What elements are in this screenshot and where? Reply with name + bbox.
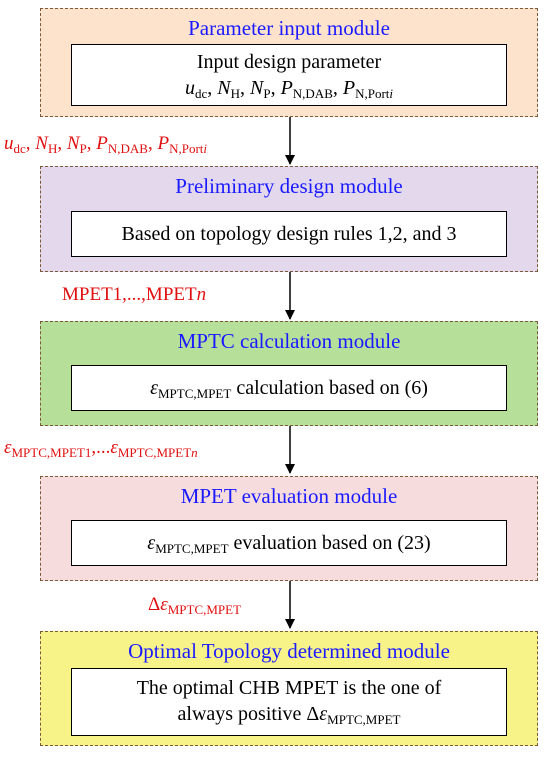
module-inner-box: εMPTC,MPET evaluation based on (23) [71,520,507,566]
module-title: Parameter input module [188,16,390,40]
inner-text-line2: always positive ΔεMPTC,MPET [177,703,401,727]
flow-label-parameters: udc, NH, NP, PN,DAB, PN,Porti [4,133,208,156]
parameter-input-module: Parameter input module Input design para… [40,8,538,117]
mpet-evaluation-module: MPET evaluation module εMPTC,MPET evalua… [40,476,538,581]
inner-text: Input design parameter [196,51,382,73]
inner-text: evaluation based on (23) [233,532,431,554]
module-title: MPTC calculation module [177,329,401,353]
module-title: MPET evaluation module [180,484,398,508]
preliminary-design-module: Preliminary design module Based on topol… [40,166,538,272]
flow-label-mpet-list: MPET1,...,MPETn [62,284,207,305]
flow-label-delta-epsilon: ΔεMPTC,MPET [148,594,242,617]
inner-text-line1: The optimal CHB MPET is the one of [136,677,442,699]
mptc-calculation-module: MPTC calculation module εMPTC,MPET calcu… [40,321,538,426]
module-inner-box: The optimal CHB MPET is the one of alway… [71,668,507,736]
module-inner-box: Input design parameter udc, NH, NP, PN,D… [71,44,507,106]
parameter-list: udc, NH, NP, PN,DAB, PN,Porti [184,77,394,101]
inner-text: Based on topology design rules 1,2, and … [121,223,457,245]
module-inner-box: Based on topology design rules 1,2, and … [71,211,507,257]
module-inner-box: εMPTC,MPET calculation based on (6) [71,365,507,411]
module-title: Optimal Topology determined module [128,639,450,663]
optimal-topology-module: Optimal Topology determined module The o… [40,631,538,746]
inner-text: calculation based on (6) [236,377,428,399]
flow-label-epsilon-list: εMPTC,MPET1,...εMPTC,MPETn [4,437,198,460]
module-title: Preliminary design module [175,174,403,198]
